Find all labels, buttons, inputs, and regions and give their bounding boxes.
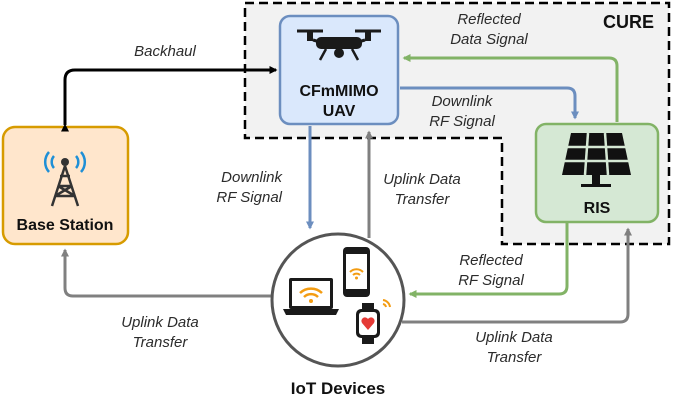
ris-node[interactable]: RIS xyxy=(534,122,660,224)
uav-to-ris-label-line1: Downlink xyxy=(432,93,494,110)
ris-to-uav-label-line1: Reflected xyxy=(457,11,521,28)
uav-label-line2: UAV xyxy=(323,103,356,120)
cell-tower-icon xyxy=(44,151,86,207)
ris-to-uav-edge[interactable] xyxy=(402,54,619,122)
solar-panel-icon xyxy=(562,132,631,187)
ris-to-iot-label-line2: RF Signal xyxy=(458,272,524,289)
backhaul-label: Backhaul xyxy=(134,43,196,60)
iot-to-bs-label-line1: Uplink Data xyxy=(121,314,199,331)
iot-to-bs-label-line2: Transfer xyxy=(133,334,189,351)
iot-devices-node[interactable] xyxy=(270,232,406,368)
backhaul-edge[interactable] xyxy=(61,66,278,132)
ris-to-iot-edge[interactable] xyxy=(408,222,569,298)
iot-to-bs-edge[interactable] xyxy=(61,248,274,298)
smartphone-icon xyxy=(343,247,370,297)
smartwatch-icon xyxy=(356,299,391,344)
ris-to-uav-label-line2: Data Signal xyxy=(450,31,528,48)
ris-to-iot-label-line1: Reflected xyxy=(459,252,523,269)
uav-to-ris-edge[interactable] xyxy=(400,86,579,120)
uav-to-iot-label-line1: Downlink xyxy=(221,169,283,186)
iot-to-uav-label-line1: Uplink Data xyxy=(383,171,461,188)
base-station-label: Base Station xyxy=(17,217,114,234)
iot-devices-label: IoT Devices xyxy=(291,379,386,398)
cure-region-title: CURE xyxy=(603,12,654,32)
iot-to-ris-label-line1: Uplink Data xyxy=(475,329,553,346)
laptop-icon xyxy=(283,278,339,315)
iot-to-uav-label-line2: Transfer xyxy=(395,191,451,208)
base-station-node[interactable]: Base Station xyxy=(1,125,130,246)
ris-label: RIS xyxy=(584,200,611,217)
uav-to-ris-label-line2: RF Signal xyxy=(429,113,495,130)
iot-to-ris-edge[interactable] xyxy=(402,227,632,324)
drone-icon xyxy=(297,29,381,61)
iot-to-ris-label-line2: Transfer xyxy=(487,349,543,366)
uav-label-line1: CFmMIMO xyxy=(299,83,378,100)
uav-node[interactable]: CFmMIMO UAV xyxy=(278,14,400,126)
uav-to-iot-label-line2: RF Signal xyxy=(216,189,282,206)
